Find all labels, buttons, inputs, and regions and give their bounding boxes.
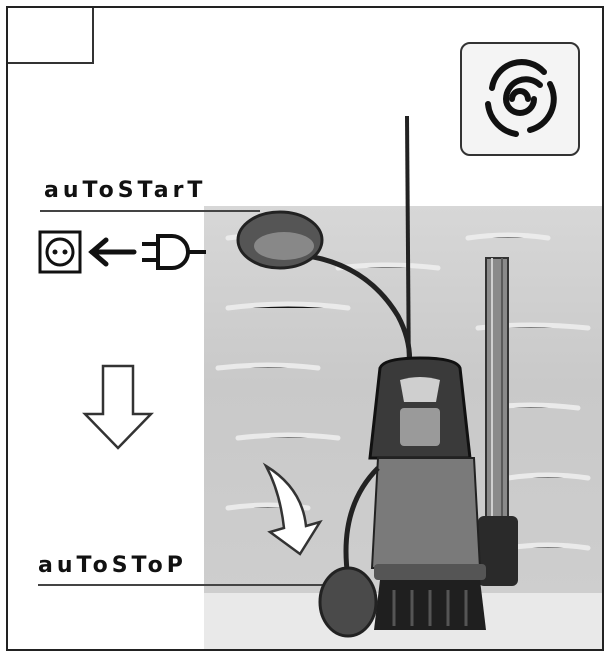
arrow-down-outline-icon [82,364,154,450]
float-cable-top [307,253,413,377]
swirl-rotation-icon [485,59,557,137]
curved-arrow-down-icon [262,462,323,556]
power-socket-icon [38,230,82,274]
float-cable-bottom [343,466,380,579]
autostop-label: auToSToP [38,553,187,578]
autostart-label: auToSTarT [44,178,207,203]
discharge-hose [485,257,509,519]
pump-artwork [38,115,591,638]
float-switch-bottom [318,566,378,638]
illustration-frame: auToSTarT auToSToP [6,6,604,651]
hose-connector [478,516,518,586]
corner-box [8,8,94,64]
swirl-icon-box [460,42,580,156]
arrow-left-icon [88,237,137,267]
autostop-level-line [38,584,328,586]
power-plug-icon [142,234,206,270]
pump-body [368,356,486,630]
autostart-level-line [40,210,260,212]
